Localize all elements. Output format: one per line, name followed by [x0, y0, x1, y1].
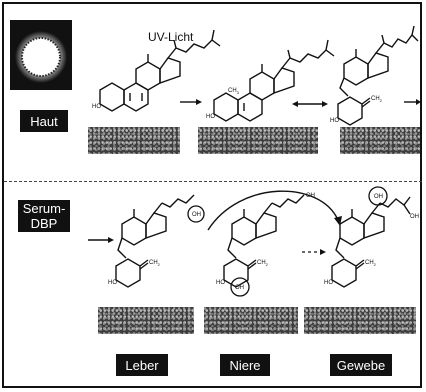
label-ho: HO	[108, 280, 117, 286]
tag-skin: Haut	[20, 110, 68, 132]
sun-icon	[10, 20, 72, 90]
hydroxyl-circle	[187, 205, 205, 223]
label-ho: HO	[206, 114, 215, 120]
reaction-arrow	[88, 237, 114, 243]
tag-serum-dbp: Serum- DBP	[18, 200, 70, 232]
texture-bar	[88, 127, 180, 154]
texture-bar	[340, 127, 420, 154]
figure-frame	[2, 2, 422, 388]
label-ho: HO	[216, 280, 225, 286]
texture-bar	[304, 307, 416, 334]
hydroxyl-circle	[368, 186, 388, 206]
label-ch2: CH2	[149, 260, 161, 267]
molecule-25-hydroxy-vitamin-d3	[223, 194, 305, 288]
label-ch2: CH2	[365, 260, 377, 267]
texture-bar	[204, 307, 298, 334]
molecule-calcitriol	[331, 196, 411, 288]
tag-tissue: Gewebe	[330, 354, 392, 376]
molecule-7-dehydrocholesterol	[99, 29, 221, 112]
reaction-arrow	[180, 99, 202, 105]
tag-kidney: Niere	[220, 354, 270, 376]
hydroxyl-circle	[230, 277, 250, 297]
equilibrium-arrow	[292, 101, 328, 107]
uv-light-label: UV-Licht	[148, 30, 194, 44]
section-divider	[4, 181, 422, 182]
curved-arrow	[207, 190, 342, 231]
label-ho: HO	[92, 104, 101, 110]
texture-bar	[98, 307, 194, 334]
label-ch2: CH2	[257, 260, 269, 267]
label-ho: HO	[330, 118, 339, 124]
molecule-previtamin-d3	[213, 39, 335, 122]
label-oh: OH	[192, 212, 201, 218]
tag-liver: Leber	[116, 354, 168, 376]
label-oh: OH	[235, 285, 244, 291]
label-ch2: CH2	[371, 96, 383, 103]
reaction-arrow	[404, 99, 421, 105]
label-oh: OH	[374, 194, 383, 200]
molecule-vitamin-d3	[337, 25, 419, 126]
label-oh: OH	[306, 193, 315, 199]
label-ch3: CH3	[228, 88, 240, 95]
texture-bar	[198, 127, 318, 154]
reaction-arrow	[302, 249, 326, 255]
label-ho: HO	[324, 280, 333, 286]
label-oh: OH	[410, 214, 419, 220]
molecule-vitamin-d3-liver	[115, 194, 195, 288]
